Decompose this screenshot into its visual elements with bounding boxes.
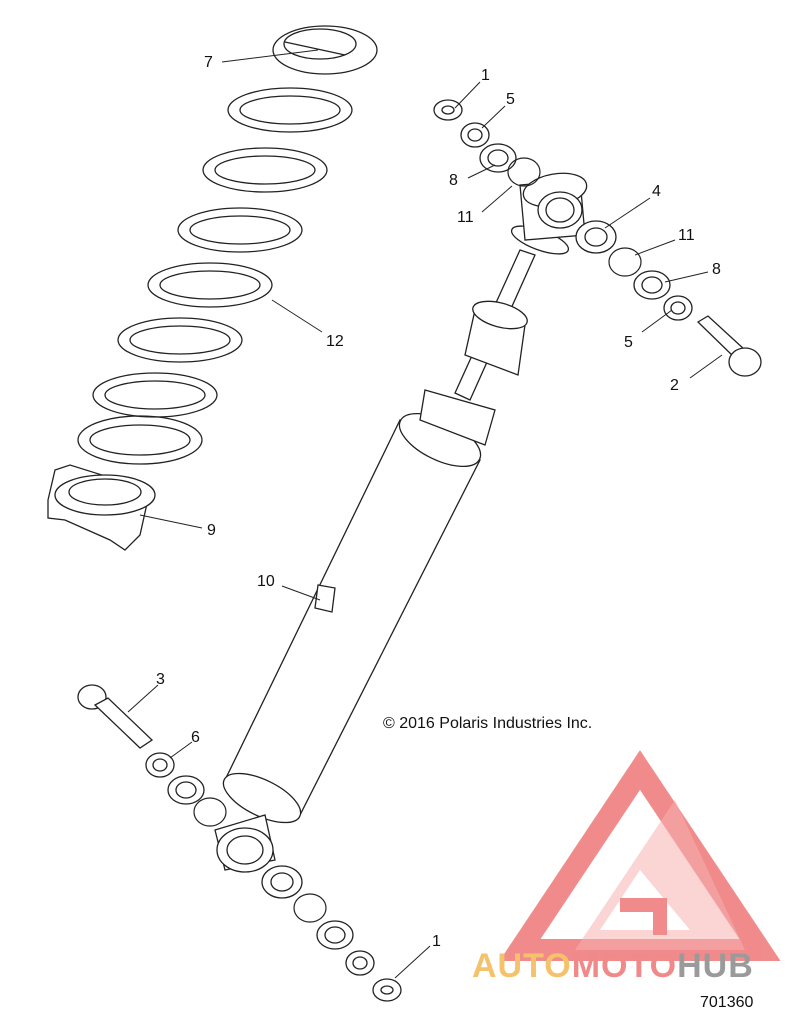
callout-labels: 7 1 5 8 11 4 11 8 5 2 12 9 10 3 6 1	[156, 54, 721, 950]
watermark-moto: MOTO	[572, 947, 677, 985]
callout-8-right: 8	[712, 261, 721, 278]
callout-5-top: 5	[506, 91, 515, 108]
callout-8-left: 8	[449, 172, 458, 189]
callout-12: 12	[326, 333, 344, 350]
callout-9: 9	[207, 522, 216, 539]
callout-5-right: 5	[624, 334, 633, 351]
copyright-text: © 2016 Polaris Industries Inc.	[383, 715, 592, 732]
watermark-hub: HUB	[677, 947, 754, 985]
lower-hardware-parts	[77, 684, 402, 1002]
coil-spring-part	[77, 87, 353, 465]
spring-retainer-part	[272, 25, 378, 75]
callout-7: 7	[204, 54, 213, 71]
upper-hardware-parts	[433, 99, 762, 377]
spring-seat-part	[47, 464, 156, 551]
callout-3: 3	[156, 671, 165, 688]
watermark-auto: AUTO	[472, 947, 572, 985]
automotohub-logo-icon	[499, 750, 781, 961]
callout-10: 10	[257, 573, 275, 590]
callout-11-right: 11	[678, 227, 695, 244]
callout-2: 2	[670, 377, 679, 394]
shock-absorber-part	[214, 172, 588, 873]
callout-1-top: 1	[481, 67, 490, 84]
callout-1-bottom: 1	[432, 933, 441, 950]
leader-lines	[127, 49, 723, 979]
callout-11-left: 11	[457, 209, 474, 226]
document-number: 701360	[700, 994, 753, 1011]
callout-6: 6	[191, 729, 200, 746]
watermark-brand: AUTOMOTOHUB	[472, 947, 754, 985]
callout-4: 4	[652, 183, 661, 200]
